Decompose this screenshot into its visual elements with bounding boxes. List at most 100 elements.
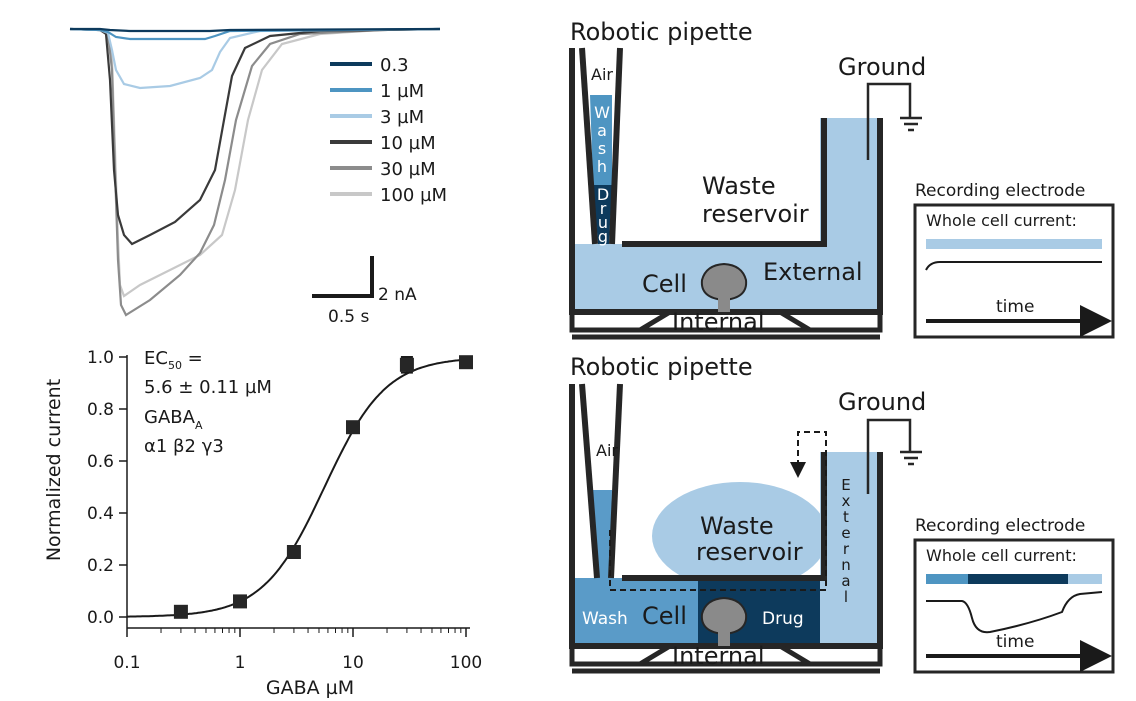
svg-text:u: u [598,213,608,232]
top-ground-label: Ground [838,53,926,81]
ec50-prefix: EC [144,348,168,369]
x-tick-label: 100 [450,653,482,673]
svg-text:x: x [842,492,851,510]
legend-label-30uM: 30 µM [380,159,436,180]
x-axis-label: GABA µM [266,677,354,699]
x-tick-label: 10 [342,653,364,673]
bottom-air-label: Air [596,441,618,460]
bottom-flow-path [609,431,827,591]
schematic-bottom: Robotic pipette Ground Internal Wash Cel… [569,353,1115,674]
top-waste-line2: reservoir [702,200,809,228]
data-point [346,420,360,435]
legend-label-1uM: 1 µM [380,81,424,102]
data-point [286,545,301,559]
legend-label-10uM: 10 µM [380,133,436,154]
trace-100uM [69,27,441,298]
top-waste-line1: Waste [702,172,776,200]
bottom-whole-cell-label: Whole cell current: [926,546,1077,565]
trace-1uM [69,27,441,41]
top-wash-label: W a s h [594,103,610,176]
fit-curve [127,358,467,618]
data-point [399,357,414,372]
svg-text:l: l [844,588,848,606]
ec50-suffix: = [182,348,203,369]
top-recording-title: Recording electrode [915,181,1085,201]
top-ground-electrode [866,82,922,160]
bottom-external-label: E x t e r n a l [841,476,851,606]
x-ticks: 0.1 1 10 100 [113,628,482,673]
top-pipette-drug [593,185,612,244]
ec50-value: 5.6 ± 0.11 µM [144,377,272,398]
bottom-recording-title: Recording electrode [915,516,1085,536]
y-tick-label: 0.4 [87,504,114,524]
top-external-fluid [574,118,878,310]
x-tick-label: 1 [235,653,246,673]
top-pipette-air [585,52,617,95]
svg-text:a: a [597,121,607,140]
y-tick-label: 1.0 [87,348,114,368]
bottom-ground-electrode [866,418,922,494]
svg-text:s: s [598,139,606,158]
traces-legend: 0.3 1 µM 3 µM 10 µM 30 µM 100 µM [330,55,447,206]
bottom-perfusion-bar-wash1 [926,574,968,584]
svg-text:g: g [598,227,608,246]
svg-text:r: r [600,199,607,218]
bottom-drug-label: Drug [762,609,804,629]
y-tick-label: 0.2 [87,556,114,576]
trace-3uM [69,27,441,90]
x-tick-label: 0.1 [113,653,140,673]
top-pipette-wall-left [579,47,598,245]
svg-text:D: D [597,185,609,204]
top-external-label: External [763,258,863,286]
top-current-trace [925,261,1102,271]
bottom-wash-label: Wash [582,609,628,629]
bottom-cell-shape [700,596,748,646]
svg-text:EC50 =: EC50 = [144,348,203,372]
receptor-subscript: A [195,419,203,432]
svg-text:h: h [597,157,607,176]
top-air-label: Air [591,65,613,84]
top-chamber-base [569,309,883,333]
top-pipette-wall-right [609,47,623,245]
bottom-waste-line1: Waste [700,512,774,540]
y-tick-label: 0.8 [87,400,114,420]
trace-0.3uM [70,27,441,33]
legend-label-0.3: 0.3 [380,55,409,76]
trace-10uM [69,27,441,246]
top-cell-shape [700,262,748,312]
svg-text:n: n [841,556,851,574]
bottom-perfusion-bar-drug [968,574,1068,584]
ec50-annotation: EC50 = 5.6 ± 0.11 µM GABAA α1 β2 γ3 [144,348,272,457]
svg-text:W: W [594,103,610,122]
current-traces [69,27,441,317]
bottom-perfusion-bar-wash2 [1068,574,1102,584]
data-point [173,604,188,619]
y-tick-label: 0.0 [87,608,114,628]
legend-label-3uM: 3 µM [380,107,424,128]
bottom-waste-blob [652,482,828,590]
legend-label-100uM: 100 µM [380,185,447,206]
top-time-label: time [996,297,1034,317]
bottom-ground-label: Ground [838,388,926,416]
top-internal-label: Internal [672,308,765,336]
y-axis-label: Normalized current [43,379,65,561]
svg-text:t: t [843,508,849,526]
scale-bar-x-label: 0.5 s [328,307,369,327]
bottom-pipette-wall-left [579,383,600,579]
bottom-current-trace [926,591,1103,634]
scale-bar: 2 nA 0.5 s [312,256,417,327]
bottom-pipette-wall-right [608,383,623,579]
bottom-cell-label: Cell [642,602,687,630]
svg-text:E: E [841,476,850,494]
receptor-name: GABA [144,407,196,428]
top-whole-cell-label: Whole cell current: [926,211,1077,230]
receptor-subunits: α1 β2 γ3 [144,436,224,457]
svg-text:a: a [841,572,850,590]
top-drug-label: D r u g [597,185,609,246]
bottom-chamber-base [569,643,883,667]
data-points [173,355,473,619]
ec50-subscript: 50 [168,359,182,372]
y-ticks: 0.00.20.40.60.81.0 [87,348,127,628]
